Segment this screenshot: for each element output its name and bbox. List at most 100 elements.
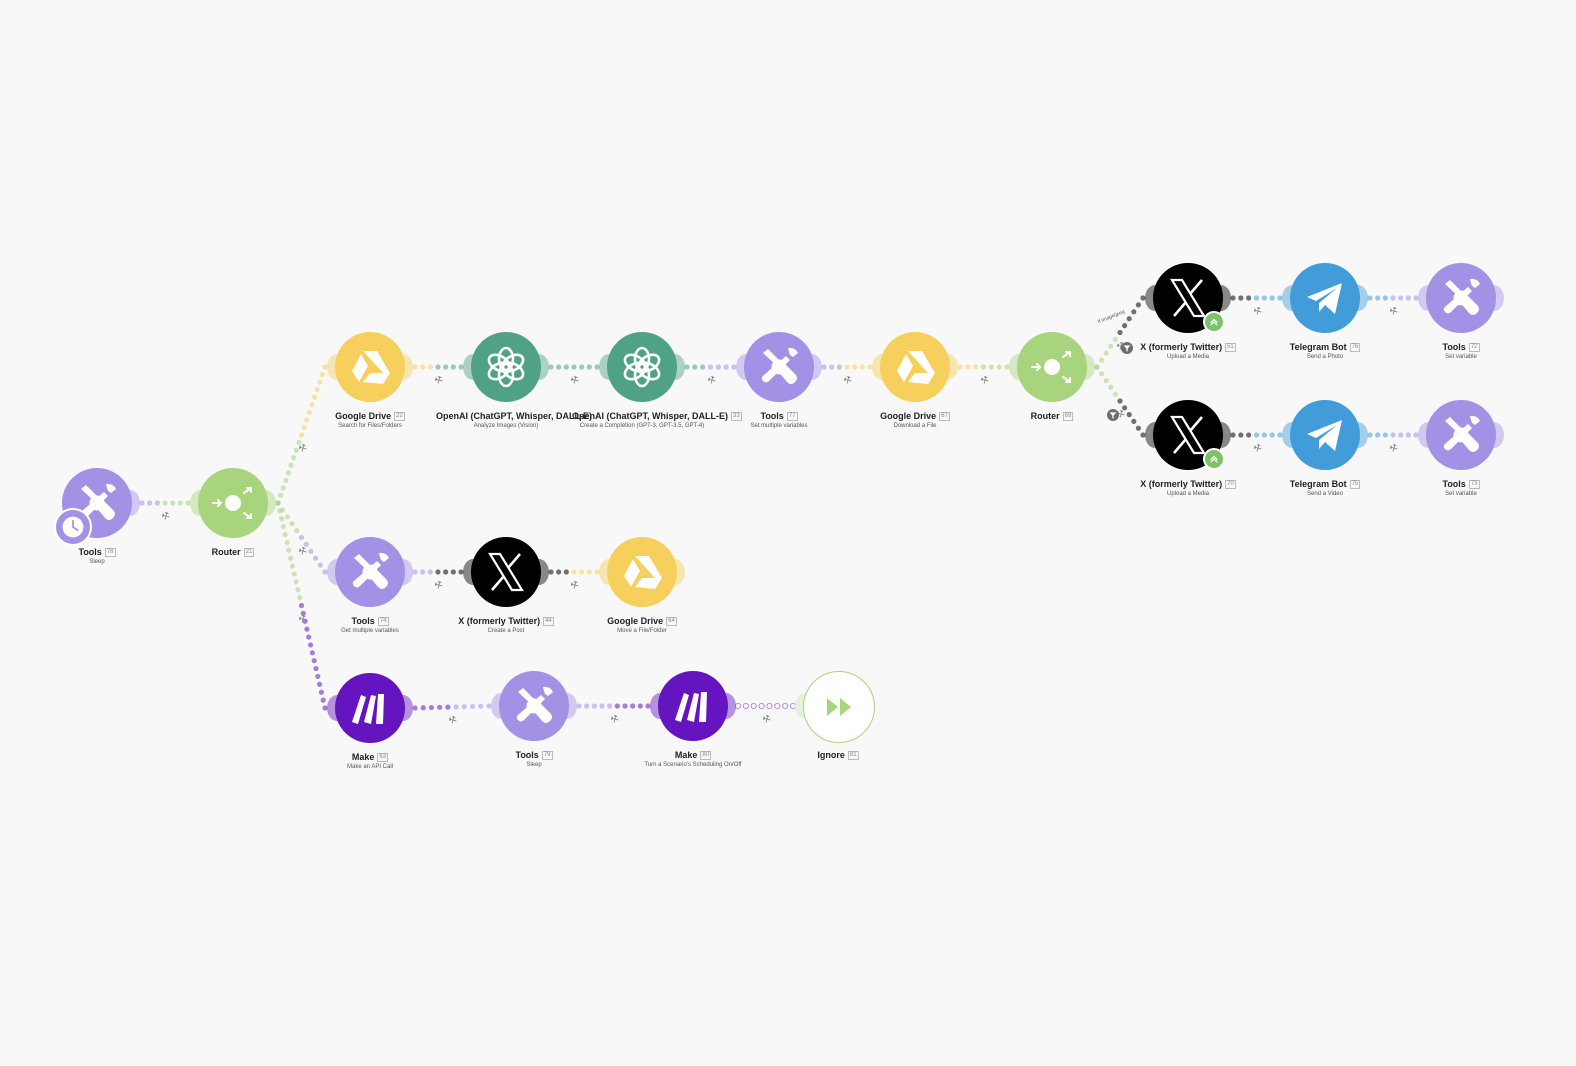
router-module-button[interactable] [1017,332,1087,402]
connection-dot [307,642,314,648]
connection-dot [645,703,651,709]
module-id-badge: 81 [847,751,859,761]
connection-dot [296,439,302,446]
module-id-badge: 69 [1062,412,1074,422]
route-filter-icon[interactable] [1107,409,1119,421]
schedule-clock-icon[interactable] [54,508,92,546]
module-id-badge: 78 [104,548,116,558]
connection-openai33-tools77[interactable] [684,364,737,370]
google-drive-module-button[interactable] [607,537,677,607]
module-app-name: Tools [78,547,102,557]
connection-dot [684,364,690,370]
connection-dot [295,587,301,593]
connection-dot [162,500,168,506]
connection-dot [313,555,319,561]
connection-openai1-openai33[interactable] [548,364,600,370]
connection-dot [443,569,449,575]
connection-x70-tg75[interactable] [1230,432,1283,438]
google-drive-module-button[interactable] [880,332,950,402]
connection-dot [571,569,577,575]
connection-dot [758,703,765,710]
connection-dot [973,364,979,370]
tools-module-button[interactable] [1426,263,1496,333]
connection-tg76-tools72[interactable] [1367,295,1419,301]
tools-module-button[interactable] [499,671,569,741]
telegram-module-button[interactable] [1290,400,1360,470]
connection-dot [563,569,569,575]
connection-router21-make63[interactable] [275,500,328,711]
module-action: Move a File/Folder [617,628,667,635]
module-action: Upload a Media [1166,354,1210,361]
connection-gdrive22-openai1[interactable] [412,364,464,370]
telegram-module-button[interactable] [1290,263,1360,333]
connection-gdrive67-router69[interactable] [957,364,1010,370]
connection-router69-x70[interactable] [1094,364,1146,438]
connection-dot [1140,432,1146,438]
connection-dot [1230,432,1236,438]
connection-make63-tools79[interactable] [412,703,492,711]
module-id-badge: 73 [1468,480,1480,490]
make-module-button[interactable] [335,673,405,743]
connection-dot [412,364,418,370]
router-module-button[interactable] [198,468,268,538]
tools-module-button[interactable] [744,332,814,402]
connection-dot [306,634,312,640]
connection-dot [304,417,310,423]
route-filter-icon[interactable] [1121,342,1133,354]
connection-dot [311,658,317,664]
connection-tools77-gdrive67[interactable] [821,364,873,370]
connection-tg75-tools73[interactable] [1367,432,1419,438]
make-module-button[interactable] [658,671,728,741]
connection-make80-ignore81[interactable] [735,703,797,710]
connection-dot [1398,432,1404,438]
tools-module-button[interactable] [1426,400,1496,470]
connection-dot [412,569,418,575]
connection-dot [313,665,319,672]
connection-tools74-x44[interactable] [412,569,464,575]
module-openai1[interactable]: OpenAI (ChatGPT, Whisper, DALL-E)Analyze… [436,332,592,429]
connection-dot [461,704,467,710]
module-id-badge: 21 [243,548,255,558]
connection-dot [594,569,600,575]
x-module-button[interactable] [471,537,541,607]
connection-x44-gdrive64[interactable] [548,569,600,575]
connection-dot [282,531,288,538]
connection-x51-tg76[interactable] [1230,295,1283,301]
connection-dot [586,569,592,575]
connection-tools78-router21[interactable] [139,500,191,506]
connection-dot [867,364,873,370]
connection-dot [579,364,585,370]
openai-module-button[interactable] [471,332,541,402]
tools-module-button[interactable] [335,537,405,607]
google-drive-module-button[interactable] [335,332,405,402]
module-id-badge: 76 [1349,343,1361,353]
ignore-module-button[interactable] [803,671,875,743]
connection-dot [1004,364,1010,370]
connection-dot [821,364,827,370]
openai-module-button[interactable] [607,332,677,402]
connection-tools79-make80[interactable] [576,703,651,709]
